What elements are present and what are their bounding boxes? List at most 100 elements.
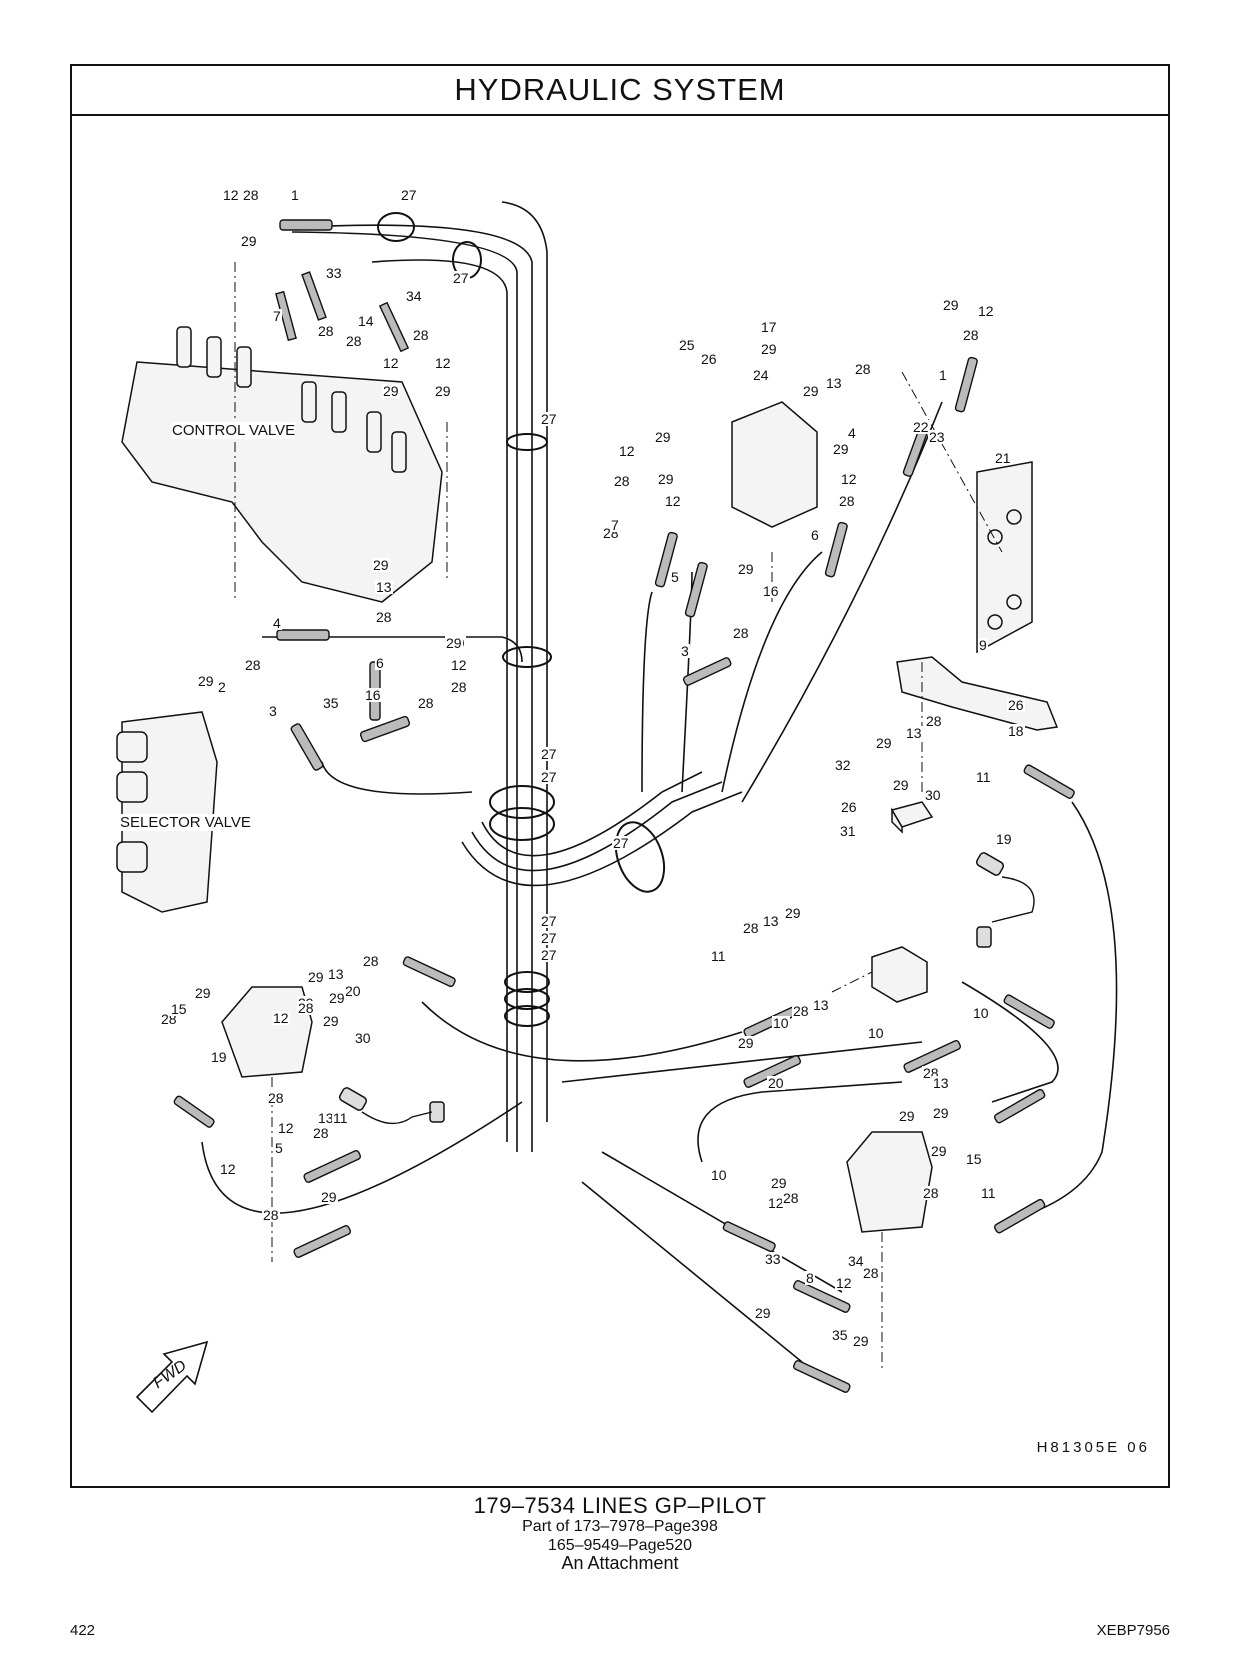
- callout-number: 12: [835, 1275, 853, 1291]
- callout-number: 29: [372, 557, 390, 573]
- pilot-control-right: [846, 1131, 933, 1233]
- callout-number: 28: [312, 1125, 330, 1141]
- callout-number: 6: [375, 655, 385, 671]
- callout-number: 4: [272, 615, 282, 631]
- callout-number: 29: [875, 735, 893, 751]
- callout-number: 35: [831, 1327, 849, 1343]
- control-valve-label: CONTROL VALVE: [172, 422, 296, 439]
- callout-number: 12: [618, 443, 636, 459]
- callout-number: 2: [217, 679, 227, 695]
- callout-number: 10: [867, 1025, 885, 1041]
- callout-number: 15: [965, 1151, 983, 1167]
- callout-number: 13: [932, 1075, 950, 1091]
- callout-number: 28: [613, 473, 631, 489]
- callout-number: 29: [197, 673, 215, 689]
- callout-number: 28: [782, 1190, 800, 1206]
- block-32: [890, 801, 934, 834]
- callout-number: 12: [222, 187, 240, 203]
- callout-number: 34: [405, 288, 423, 304]
- callout-number: 25: [678, 337, 696, 353]
- callout-number: 28: [244, 657, 262, 673]
- callout-number: 28: [375, 609, 393, 625]
- callout-number: 12: [382, 355, 400, 371]
- callout-number: 28: [242, 187, 260, 203]
- callout-number: 33: [764, 1251, 782, 1267]
- callout-number: 28: [925, 713, 943, 729]
- hydraulic-diagram: [116, 201, 1118, 1414]
- callout-number: 29: [930, 1143, 948, 1159]
- callout-number: 29: [657, 471, 675, 487]
- callout-number: 29: [328, 990, 346, 1006]
- caption-title: 179–7534 LINES GP–PILOT: [473, 1493, 767, 1518]
- selector-valve-block: [116, 711, 218, 913]
- callout-number: 29: [784, 905, 802, 921]
- callout-number: 29: [802, 383, 820, 399]
- callout-number: 29: [760, 341, 778, 357]
- callout-number: 28: [742, 920, 760, 936]
- callout-number: 18: [1007, 723, 1025, 739]
- callout-number: 29: [382, 383, 400, 399]
- callout-number: 27: [540, 769, 558, 785]
- callout-number: 13: [762, 913, 780, 929]
- callout-number: 28: [862, 1265, 880, 1281]
- callout-number: 24: [752, 367, 770, 383]
- callout-number: 29: [322, 1013, 340, 1029]
- callout-number: 12: [767, 1195, 785, 1211]
- doc-number: XEBP7956: [1096, 1622, 1170, 1639]
- callout-number: 13: [327, 966, 345, 982]
- callout-number: 12: [450, 657, 468, 673]
- callout-number: 23: [928, 429, 946, 445]
- callout-number: 28: [345, 333, 363, 349]
- callout-number: 35: [322, 695, 340, 711]
- callout-number: 29: [654, 429, 672, 445]
- callout-number: 12: [840, 471, 858, 487]
- callout-number: 28: [417, 695, 435, 711]
- bracket-21: [976, 461, 1033, 654]
- caption-page-ref: 165–9549–Page520: [547, 1537, 693, 1554]
- callout-number: 26: [1007, 697, 1025, 713]
- callout-number: 12: [272, 1010, 290, 1026]
- callout-number: 28: [962, 327, 980, 343]
- manifold-block-24: [731, 401, 818, 528]
- callout-number: 29: [737, 561, 755, 577]
- callout-number: 15: [170, 1001, 188, 1017]
- callout-number: 28: [854, 361, 872, 377]
- callout-number: 27: [540, 947, 558, 963]
- callout-number: 7: [272, 308, 282, 324]
- callout-number: 8: [805, 1270, 815, 1286]
- callout-number: 28: [838, 493, 856, 509]
- callout-number: 3: [680, 643, 690, 659]
- callout-number: 27: [540, 746, 558, 762]
- hose-clamps: [377, 212, 666, 1027]
- callout-number: 14: [357, 313, 375, 329]
- callout-number: 12: [219, 1161, 237, 1177]
- callout-number: 27: [540, 930, 558, 946]
- sensor-wires: [361, 876, 1035, 1125]
- callout-number: 12: [664, 493, 682, 509]
- callout-number: 28: [362, 953, 380, 969]
- callout-number: 10: [710, 1167, 728, 1183]
- callout-number: 13: [317, 1110, 335, 1126]
- callout-number: 13: [905, 725, 923, 741]
- callout-number: 29: [194, 985, 212, 1001]
- caption-attachment: An Attachment: [561, 1553, 679, 1573]
- valve-block-right-top: [871, 946, 928, 1003]
- callout-number: 12: [434, 355, 452, 371]
- figure-code: H81305E 06: [1036, 1439, 1150, 1456]
- callout-number: 29: [898, 1108, 916, 1124]
- callout-number: 16: [364, 687, 382, 703]
- callout-number: 11: [975, 769, 992, 785]
- callout-number: 6: [810, 527, 820, 543]
- caption-part-of: Part of 173–7978–Page398: [522, 1518, 718, 1535]
- callout-number: 1: [290, 187, 300, 203]
- callout-number: 7: [610, 517, 620, 533]
- callout-number: 28: [922, 1185, 940, 1201]
- callout-number: 5: [670, 569, 680, 585]
- callout-number: 30: [354, 1030, 372, 1046]
- callout-number: 22: [912, 419, 930, 435]
- diagram-title: HYDRAULIC SYSTEM: [72, 66, 1168, 116]
- callout-number: 27: [400, 187, 418, 203]
- callout-number: 11: [710, 948, 727, 964]
- callout-number: 13: [812, 997, 830, 1013]
- callout-number: 11: [332, 1110, 349, 1126]
